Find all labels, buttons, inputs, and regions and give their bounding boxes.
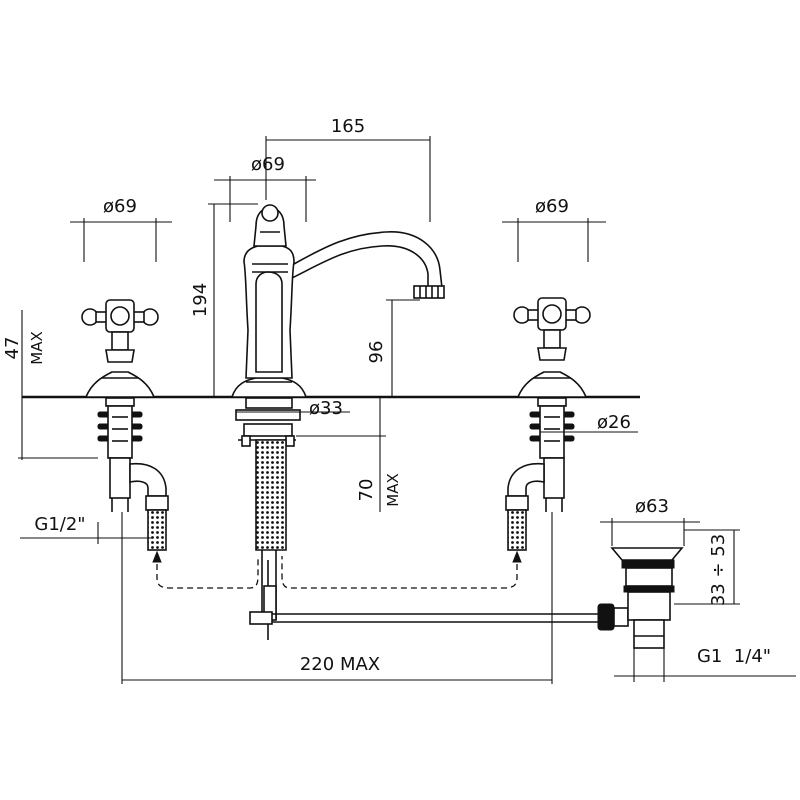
waste-assembly bbox=[249, 547, 684, 649]
dim-spout-base-diameter: ø69 bbox=[214, 154, 316, 222]
label-inlet-thread: G1/2" bbox=[34, 514, 85, 535]
dim-spout-reach: 165 bbox=[265, 116, 431, 222]
dim-spout-shank-diameter: ø33 bbox=[236, 398, 350, 419]
dim-waste-thread: G1 1/4" bbox=[614, 646, 796, 682]
label-left-handle-diameter: ø69 bbox=[103, 196, 137, 217]
dim-valve-shank-diameter: ø26 bbox=[540, 412, 638, 433]
dim-waste-diameter: ø63 bbox=[600, 496, 700, 546]
label-waste-range: 33 ÷ 53 bbox=[708, 534, 729, 606]
dim-handle-height: 47 MAX bbox=[2, 310, 98, 460]
dim-shank-length: 70 MAX bbox=[296, 397, 402, 512]
dim-left-handle-diameter: ø69 bbox=[70, 196, 172, 262]
dim-outlet-height: 96 bbox=[366, 299, 420, 397]
label-spout-base-diameter: ø69 bbox=[251, 154, 285, 175]
label-outlet-height: 96 bbox=[366, 341, 387, 364]
dim-spout-height: 194 bbox=[190, 203, 258, 397]
dim-right-handle-diameter: ø69 bbox=[502, 196, 606, 262]
right-valve-assembly bbox=[505, 297, 591, 551]
label-valve-shank-diameter: ø26 bbox=[597, 412, 631, 433]
label-spout-height: 194 bbox=[190, 283, 211, 317]
label-waste-diameter: ø63 bbox=[635, 496, 669, 517]
spout-assembly bbox=[230, 204, 445, 640]
label-shank-length: 70 bbox=[356, 479, 377, 502]
label-overall-width: 220 MAX bbox=[300, 654, 380, 675]
label-waste-thread: G1 1/4" bbox=[697, 646, 771, 667]
dim-waste-range: 33 ÷ 53 bbox=[674, 529, 740, 606]
label-spout-shank-diameter: ø33 bbox=[309, 398, 343, 419]
label-handle-height: 47 bbox=[2, 337, 23, 360]
dim-overall-width: 220 MAX bbox=[121, 512, 553, 684]
left-valve-assembly bbox=[81, 299, 169, 551]
label-right-handle-diameter: ø69 bbox=[535, 196, 569, 217]
label-shank-length-max: MAX bbox=[384, 473, 402, 506]
dim-inlet-thread: G1/2" bbox=[20, 514, 152, 544]
label-handle-height-max: MAX bbox=[28, 331, 46, 364]
hose-paths bbox=[152, 550, 522, 589]
label-spout-reach: 165 bbox=[331, 116, 365, 137]
